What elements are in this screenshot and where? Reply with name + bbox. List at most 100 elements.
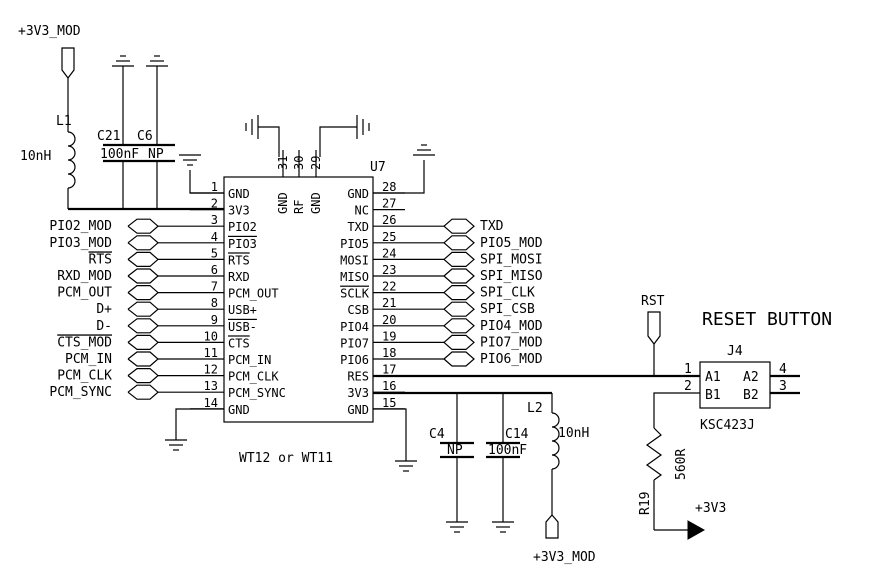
c14-ref: C14 (505, 427, 529, 442)
net-label: PIO5_MOD (480, 236, 543, 251)
pin-number: 2 (211, 197, 218, 211)
net-label: SPI_CLK (480, 286, 535, 301)
j4-part: KSC423J (700, 418, 755, 433)
c4-ref: C4 (429, 427, 445, 442)
net-flag (127, 334, 159, 350)
u7-ref: U7 (370, 160, 386, 175)
pin-name: PCM_CLK (228, 370, 279, 384)
pin-name: GND (347, 187, 369, 201)
net-flag (127, 301, 159, 317)
pin-name: RF (292, 200, 306, 214)
wire (175, 408, 224, 440)
pin-number: 16 (382, 379, 396, 393)
pin-number: 20 (382, 313, 396, 327)
pin-name: PIO5 (340, 237, 369, 251)
j4-num-3: 3 (779, 379, 787, 394)
net-flag (127, 218, 159, 234)
net-flag (443, 218, 475, 234)
power-port-3v3-mod-top (61, 47, 75, 79)
gnd-symbol (492, 521, 514, 533)
gnd-symbol (179, 154, 201, 166)
net-label: PIO4_MOD (480, 319, 543, 334)
net-flag (127, 285, 159, 301)
wire (319, 126, 357, 157)
net-flag (127, 268, 159, 284)
pin-number: 24 (382, 246, 396, 260)
pin-name: PCM_IN (228, 353, 271, 367)
net-label: SPI_MOSI (480, 252, 543, 267)
net-flag (443, 301, 475, 317)
net-flag (127, 368, 159, 384)
net-label: RXD_MOD (57, 269, 112, 284)
pin-number: 30 (292, 156, 306, 170)
pin-number: 18 (382, 346, 396, 360)
c6-ref: C6 (137, 129, 153, 144)
j4-pin-a1: A1 (705, 370, 721, 385)
pin-name: GND (228, 187, 250, 201)
inductor-l2 (551, 412, 560, 470)
gnd-symbol (446, 521, 468, 533)
pin-name: PIO3 (228, 237, 257, 251)
net-label: PIO3_MOD (49, 236, 112, 251)
pin-name: CSB (347, 303, 369, 317)
pin-name: GND (309, 192, 323, 214)
net-flag (127, 318, 159, 334)
l2-ref: L2 (527, 401, 543, 416)
pin-number: 26 (382, 213, 396, 227)
net-flag (443, 251, 475, 267)
c21-ref: C21 (97, 129, 120, 144)
pin-number: 8 (211, 296, 218, 310)
pin-number: 11 (204, 346, 218, 360)
net-flag (127, 251, 159, 267)
wire (373, 408, 407, 461)
pin-number: 10 (204, 329, 218, 343)
pin-number: 14 (204, 396, 218, 410)
net-label: PCM_SYNC (49, 385, 112, 400)
power-port-rst (647, 311, 661, 345)
c21-value: 100nF (100, 147, 139, 162)
pin-number: 7 (211, 280, 218, 294)
net-label: D+ (96, 302, 112, 317)
net-label-rst: RST (641, 294, 665, 309)
u7-right-pins: 28GND27NC26TXD25PIO524MOSI23MISO22SCLK21… (340, 180, 405, 417)
pin-name: USB+ (228, 303, 257, 317)
net-label: PIO2_MOD (49, 219, 112, 234)
pin-number: 25 (382, 230, 396, 244)
pin-name: NC (355, 204, 369, 218)
pin-number: 22 (382, 280, 396, 294)
net-flag (127, 235, 159, 251)
pin-number: 31 (276, 156, 290, 170)
pin-name: 3V3 (228, 204, 250, 218)
gnd-symbol (146, 55, 168, 67)
pin-number: 29 (309, 156, 323, 170)
right-net-labels: TXDPIO5_MODSPI_MOSISPI_MISOSPI_CLKSPI_CS… (405, 218, 543, 367)
gnd-symbol (112, 55, 134, 67)
reset-button-title: RESET BUTTON (702, 309, 832, 330)
net-label: CTS_MOD (57, 335, 112, 350)
net-flag (443, 334, 475, 350)
net-label-3v3: +3V3 (695, 501, 726, 516)
pin-name: GND (276, 192, 290, 214)
j4-body (699, 361, 771, 409)
net-label: D- (96, 319, 112, 334)
left-net-labels: PIO2_MODPIO3_MODRTSRXD_MODPCM_OUTD+D-CTS… (49, 218, 190, 400)
j4-num-4: 4 (779, 362, 787, 377)
pin-name: MOSI (340, 253, 369, 267)
pin-name: PCM_SYNC (228, 386, 286, 400)
net-label: TXD (480, 219, 504, 234)
wire (258, 126, 280, 157)
pin-number: 12 (204, 363, 218, 377)
j4-pin-b2: B2 (743, 388, 759, 403)
c6-value: NP (148, 147, 164, 162)
net-label: PCM_CLK (57, 369, 112, 384)
net-flag (127, 384, 159, 400)
c14-value: 100nF (488, 443, 527, 458)
power-port-3v3-mod-bottom (545, 514, 559, 539)
pin-number: 27 (382, 197, 396, 211)
net-flag (443, 351, 475, 367)
net-label: PCM_OUT (57, 286, 112, 301)
l2-value: 10nH (558, 426, 589, 441)
gnd-symbol (413, 144, 435, 156)
pin-name: RTS (228, 253, 250, 267)
